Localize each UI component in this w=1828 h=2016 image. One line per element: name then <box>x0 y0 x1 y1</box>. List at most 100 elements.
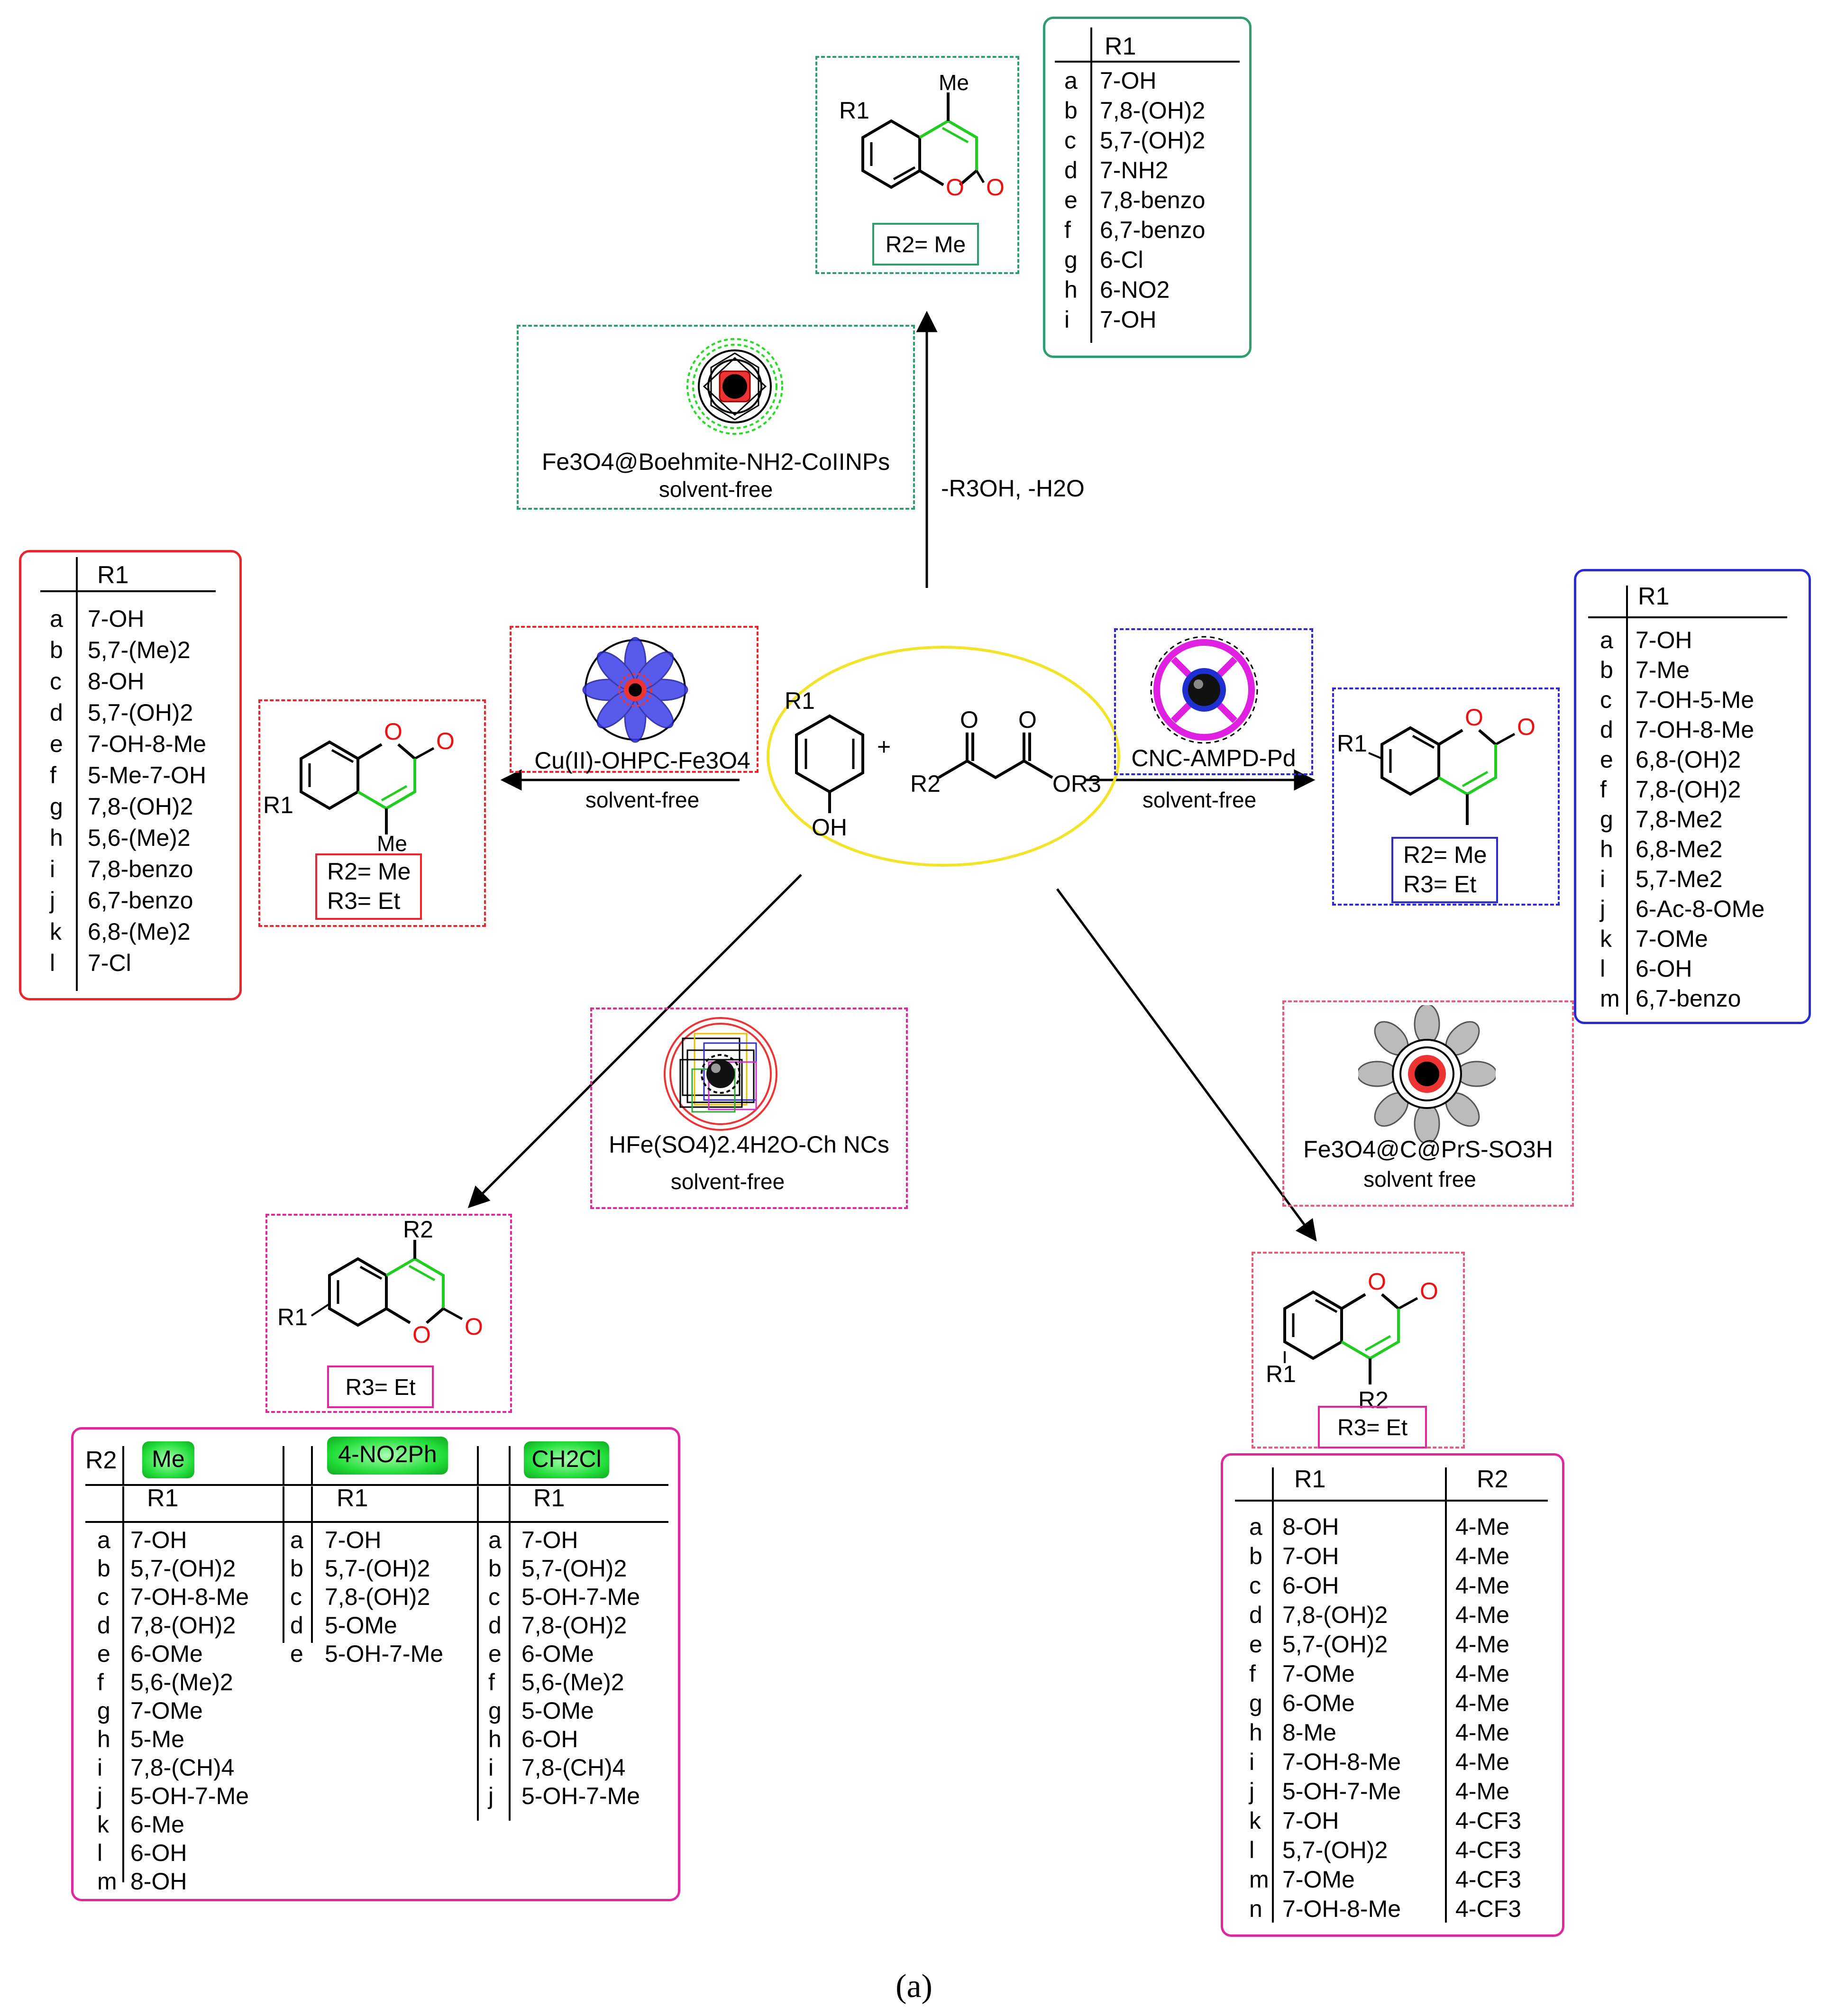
bottom-left-r2-col-label: R2 <box>85 1447 117 1474</box>
row-r1-value: 5-Me-7-OH <box>88 762 207 788</box>
row-r2-value: 4-Me <box>1455 1572 1509 1599</box>
row-letter: e <box>97 1640 110 1667</box>
row-r1-value: 5-OH-7-Me <box>1282 1778 1401 1805</box>
row-r1-value: 7,8-(OH)2 <box>521 1612 627 1639</box>
row-r1-value: 7,8-(CH)4 <box>521 1754 626 1781</box>
row-letter: g <box>488 1697 502 1724</box>
top-product-structure: Me R1 O O <box>839 71 1005 201</box>
right-r3-label: R3= Et <box>1403 871 1477 898</box>
row-letter: h <box>1600 836 1613 862</box>
row-r1-value: 7-OMe <box>1282 1866 1355 1893</box>
row-r1-value: 5-OH-7-Me <box>130 1783 249 1809</box>
right-catalyst-box <box>1114 628 1313 775</box>
row-r1-value: 5,7-(OH)2 <box>130 1555 236 1582</box>
bottom-left-product-o: O <box>412 1321 431 1348</box>
left-product-r1: R1 <box>263 792 293 818</box>
row-letter: m <box>1600 985 1620 1012</box>
figure-caption: (a) <box>896 1968 932 2005</box>
row-r2-value: 4-Me <box>1455 1778 1509 1805</box>
row-letter: a <box>50 605 63 632</box>
top-product-o: O <box>946 174 964 201</box>
left-table <box>19 550 242 1000</box>
row-letter: c <box>1249 1572 1261 1599</box>
row-letter: b <box>488 1555 502 1582</box>
row-letter: l <box>1249 1837 1255 1863</box>
row-r1-value: 7,8-(OH)2 <box>88 793 193 820</box>
table-rule <box>1055 61 1240 63</box>
row-letter: e <box>488 1640 502 1667</box>
row-r1-value: 5-OH-7-Me <box>521 1584 640 1610</box>
row-letter: b <box>1600 657 1613 683</box>
row-r1-value: 6-Me <box>130 1811 184 1838</box>
row-r1-value: 5-OH-7-Me <box>521 1783 640 1809</box>
row-r1-value: 6-Cl <box>1100 247 1143 273</box>
right-product-o2: O <box>1517 714 1536 740</box>
row-r1-value: 6-NO2 <box>1100 276 1170 303</box>
left-r2-label: R2= Me <box>327 858 411 885</box>
table-rule <box>1626 586 1628 1015</box>
bottom-right-catalyst-box <box>1282 1000 1574 1207</box>
left-table-header: R1 <box>97 561 129 589</box>
bottom-left-condition: solvent-free <box>670 1169 785 1194</box>
top-product-box <box>815 56 1019 274</box>
row-letter: e <box>290 1640 303 1667</box>
row-letter: f <box>1600 776 1607 803</box>
row-letter: d <box>1600 716 1613 743</box>
row-r1-value: 5,6-(Me)2 <box>88 825 191 851</box>
row-r1-value: 7-OMe <box>1282 1660 1355 1687</box>
row-r1-value: 5,7-(OH)2 <box>1100 127 1206 154</box>
row-letter: b <box>290 1555 303 1582</box>
row-letter: c <box>1064 127 1076 154</box>
row-letter: a <box>97 1527 110 1553</box>
row-r1-value: 7,8-(OH)2 <box>325 1584 430 1610</box>
right-r-labels-box <box>1391 837 1498 903</box>
row-r2-value: 4-Me <box>1455 1690 1509 1716</box>
top-table-header: R1 <box>1105 33 1136 60</box>
row-r1-value: 6-OMe <box>130 1640 203 1667</box>
table-rule <box>1090 27 1092 343</box>
row-r1-value: 6,7-benzo <box>88 887 193 914</box>
row-r1-value: 7,8-(OH)2 <box>1282 1602 1388 1628</box>
row-letter: f <box>97 1669 104 1695</box>
row-letter: c <box>97 1584 109 1610</box>
row-r1-value: 7-OMe <box>1636 926 1708 952</box>
row-r1-value: 6,8-(OH)2 <box>1636 746 1741 773</box>
bottom-left-table <box>71 1427 680 1901</box>
row-letter: c <box>1600 687 1612 713</box>
row-letter: j <box>50 887 55 914</box>
phenol-r1-label: R1 <box>785 687 815 714</box>
plus-sign: + <box>877 733 891 760</box>
group-nitrophenyl-header: R1 <box>337 1485 368 1512</box>
row-r1-value: 7-OH <box>325 1527 382 1553</box>
row-r1-value: 6,7-benzo <box>1636 985 1741 1012</box>
left-r3-label: R3= Et <box>327 888 401 914</box>
ketoester-structure: O O R2 OR3 <box>910 706 1101 797</box>
row-letter: h <box>1064 276 1078 303</box>
row-r1-value: 7-OH-8-Me <box>1282 1749 1401 1775</box>
row-r1-value: 6-OMe <box>1282 1690 1355 1716</box>
row-r1-value: 5,6-(Me)2 <box>521 1669 624 1695</box>
row-r2-value: 4-Me <box>1455 1602 1509 1628</box>
row-letter: k <box>97 1811 109 1838</box>
left-product-structure: O O R1 Me <box>263 718 455 853</box>
left-product-box <box>258 699 486 927</box>
top-catalyst-name: Fe3O4@Boehmite-NH2-CoIINPs <box>541 449 890 475</box>
right-product-o: O <box>1465 704 1483 731</box>
row-letter: d <box>1064 157 1078 183</box>
row-letter: e <box>1064 187 1078 213</box>
row-r1-value: 7-OH-8-Me <box>1282 1896 1401 1922</box>
left-condition: solvent-free <box>585 788 700 812</box>
row-r1-value: 8-OH <box>1282 1513 1339 1540</box>
row-r1-value: 5-Me <box>130 1726 184 1752</box>
top-table <box>1043 17 1252 358</box>
row-r1-value: 5,7-(OH)2 <box>88 699 193 726</box>
row-letter: d <box>488 1612 502 1639</box>
row-r1-value: 7-OH <box>1636 627 1692 653</box>
row-letter: i <box>488 1754 494 1781</box>
row-r2-value: 4-Me <box>1455 1660 1509 1687</box>
row-r1-value: 7,8-(OH)2 <box>130 1612 236 1639</box>
row-letter: i <box>1249 1749 1255 1775</box>
right-condition: solvent-free <box>1142 788 1257 812</box>
bottom-left-product-r1: R1 <box>277 1304 308 1330</box>
